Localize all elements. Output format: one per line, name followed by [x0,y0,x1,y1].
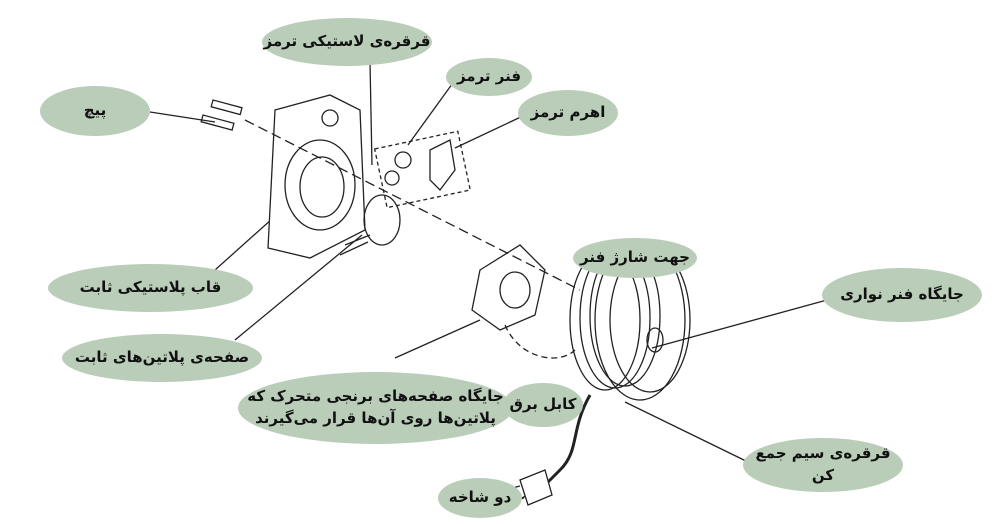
label-text-line2: پلاتین‌ها روی آن‌ها قرار می‌گیرند [255,409,496,427]
label-text: پیچ [83,101,107,120]
leader-brake-lever [454,114,526,149]
leader-cord-reel [624,401,749,463]
platinum-plate-drawing [339,194,401,256]
label-band-spring-seat: جایگاه فنر نواری [822,268,982,322]
assembly-axis [244,119,581,291]
label-spring-charge-direction: جهت شارژ فنر [573,238,697,278]
label-text: صفحه‌ی پلاتین‌های ثابت [74,348,250,367]
label-text: فنر ترمز [456,67,522,86]
label-power-cable: کابل برق [503,383,583,427]
label-text: جهت شارژ فنر [580,248,690,267]
fixed-frame-drawing [267,94,366,259]
label-text: جایگاه فنر نواری [840,285,964,304]
label-brake-spring: فنر ترمز [446,58,532,96]
leader-band-spring [651,299,828,349]
label-text: قاب پلاستیکی ثابت [79,278,222,297]
brass-seat-drawing [471,244,576,359]
label-cord-reel: قرقره‌ی سیم جمع کن [743,438,903,492]
screws-drawing [200,99,243,131]
cable-plug-drawing [504,394,592,506]
label-screw: پیچ [40,86,150,136]
leader-platinum-plate [234,234,363,341]
label-brake-lever: اهرم ترمز [518,90,618,136]
label-brake-rubber-pulley: قرقره‌ی لاستیکی ترمز [262,18,432,66]
label-text: دو شاخه [448,488,512,507]
label-text: قرقره‌ی لاستیکی ترمز [263,32,431,51]
leader-brake-spring [407,79,456,146]
label-fixed-platinum-plate: صفحه‌ی پلاتین‌های ثابت [62,334,262,382]
label-moving-brass-plates-seat: جایگاه صفحه‌های برنجی متحرک که پلاتین‌ها… [238,372,513,444]
label-fixed-plastic-frame: قاب پلاستیکی ثابت [48,264,253,312]
leader-screw [149,111,216,123]
leader-brake-pulley [369,61,373,166]
label-text: کابل برق [509,395,577,414]
leader-brass-seat [394,319,481,359]
brake-parts-drawing [373,130,472,209]
label-plug: دو شاخه [438,478,522,518]
label-text-line1: جایگاه صفحه‌های برنجی متحرک که [247,387,504,406]
label-text: اهرم ترمز [530,103,606,122]
label-text: قرقره‌ی سیم جمع کن [755,444,891,484]
